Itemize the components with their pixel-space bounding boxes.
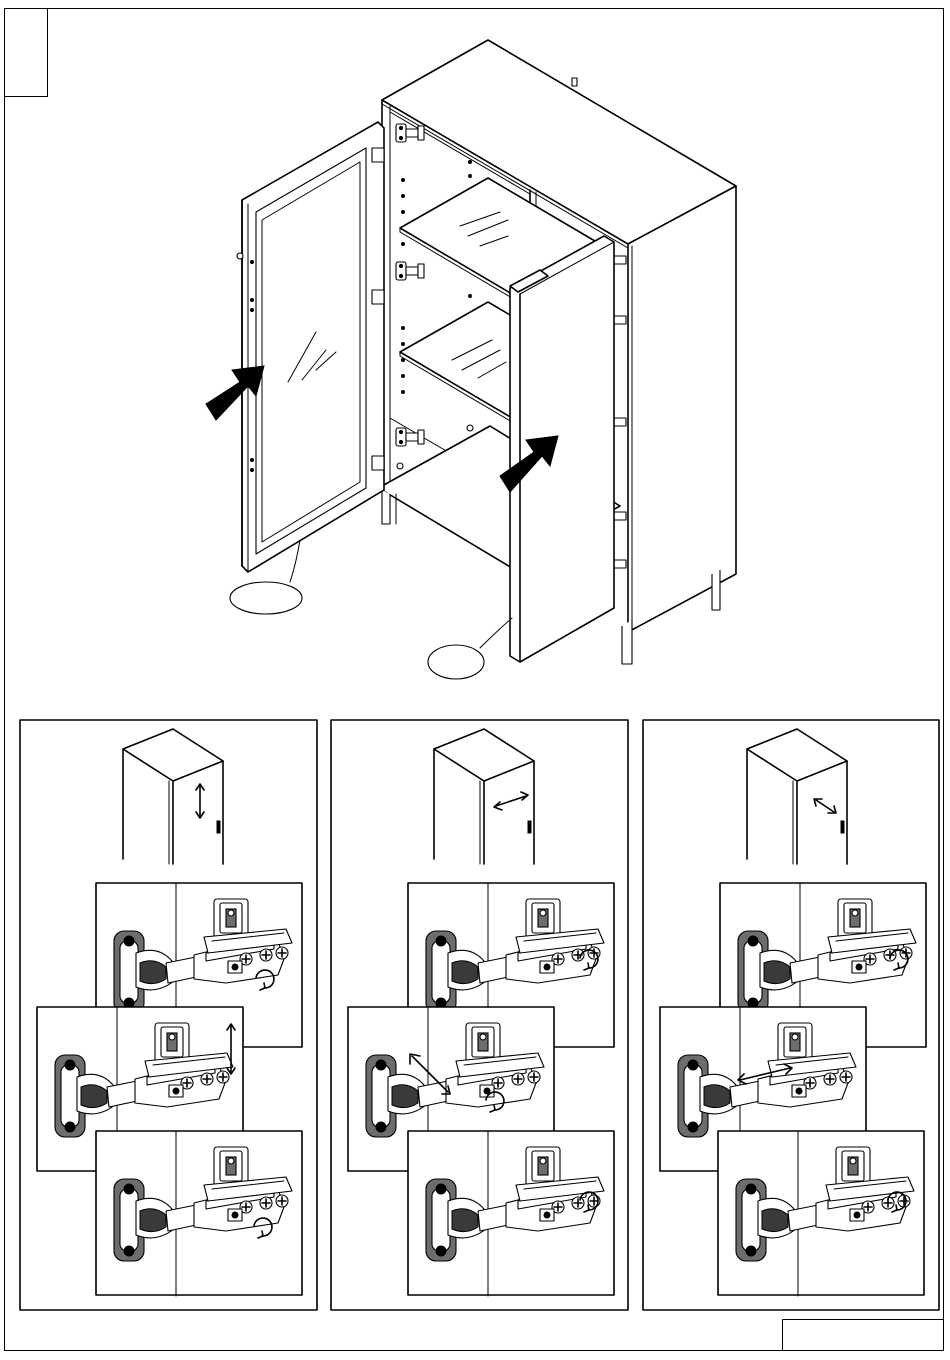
double-arrow-vertical-icon [196,784,204,818]
solid-door [510,236,614,662]
solid-door-callout [428,618,512,679]
adjustment-panel-depth [643,720,939,1310]
double-arrow-diagonal-icon [814,799,836,813]
adjustment-panel-vertical [20,720,317,1310]
glass-door [237,122,384,572]
double-arrow-horizontal-icon [494,792,528,810]
adjustment-panel-lateral [331,720,628,1310]
